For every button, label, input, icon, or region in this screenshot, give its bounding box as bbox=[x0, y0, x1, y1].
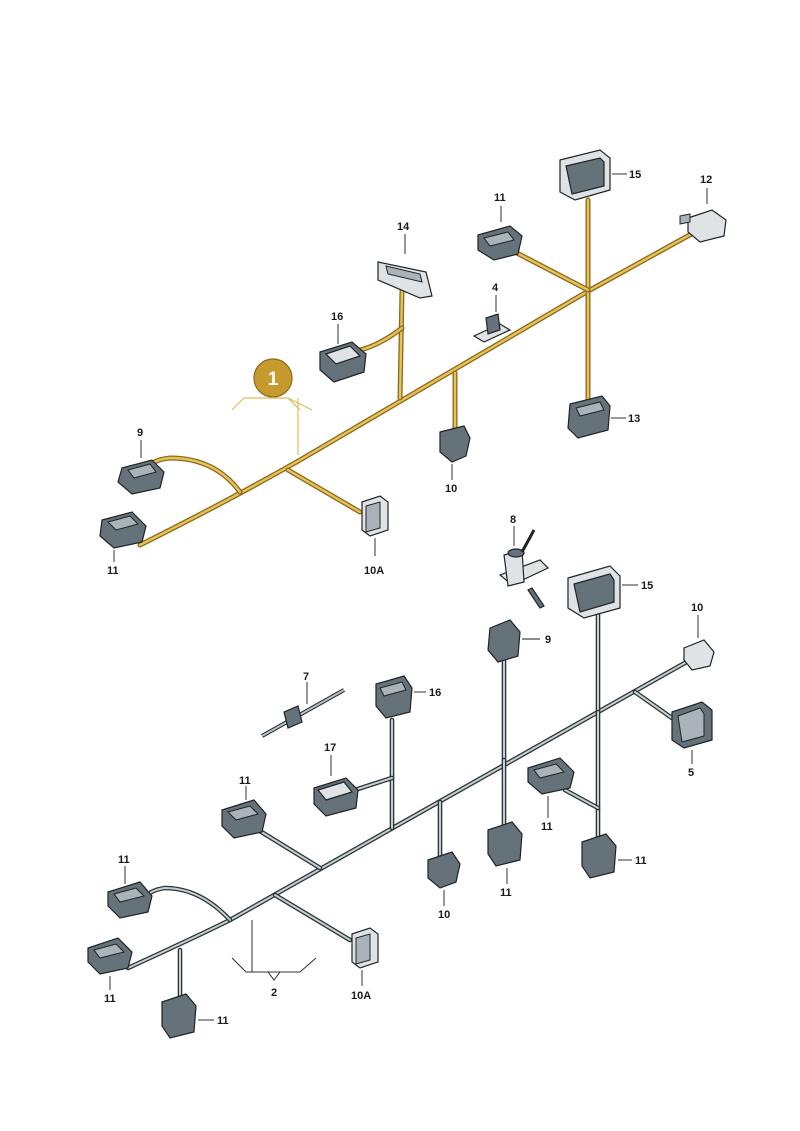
connector-15-top bbox=[559, 149, 611, 201]
connector-12 bbox=[679, 209, 727, 243]
label-11: 11 bbox=[217, 1015, 229, 1027]
assembly-1-badge: 1 bbox=[253, 358, 293, 398]
label-10: 10 bbox=[438, 909, 450, 921]
connector-4 bbox=[472, 313, 512, 343]
label-15: 15 bbox=[629, 169, 641, 181]
connector-11-b3 bbox=[487, 821, 523, 867]
label-8: 8 bbox=[510, 514, 516, 526]
label-11: 11 bbox=[118, 854, 130, 866]
label-11: 11 bbox=[541, 821, 553, 833]
harness-1-wires bbox=[137, 197, 698, 548]
connector-11-b5 bbox=[107, 881, 153, 919]
connector-16-bottom bbox=[375, 675, 413, 719]
label-16: 16 bbox=[429, 687, 441, 699]
label-2: 2 bbox=[271, 987, 277, 999]
label-11: 11 bbox=[239, 775, 251, 787]
label-4: 4 bbox=[492, 282, 499, 294]
label-17: 17 bbox=[324, 742, 336, 754]
label-10A: 10A bbox=[351, 990, 371, 1002]
assembly-2-bracket bbox=[231, 920, 317, 981]
connector-10-bottom-right bbox=[683, 639, 715, 671]
connector-10-bottom-mid bbox=[427, 851, 461, 889]
connector-10A-bottom bbox=[351, 927, 379, 969]
harness-2-wires bbox=[125, 607, 693, 1003]
label-16: 16 bbox=[331, 311, 343, 323]
part-8-bracket bbox=[498, 529, 550, 609]
connector-13 bbox=[567, 395, 611, 439]
label-11: 11 bbox=[104, 993, 116, 1005]
connector-10-top bbox=[439, 425, 471, 463]
connector-5 bbox=[671, 701, 713, 749]
label-15: 15 bbox=[641, 580, 653, 592]
label-11: 11 bbox=[494, 192, 506, 204]
label-7: 7 bbox=[303, 671, 309, 683]
label-11: 11 bbox=[500, 887, 512, 899]
connector-11-b1 bbox=[221, 799, 267, 839]
harness-2-labels: 8 15 10 9 7 16 17 5 11 11 11 11 11 bbox=[104, 514, 703, 1027]
connector-10A-top bbox=[361, 495, 389, 537]
part-7-cable-tie bbox=[261, 688, 345, 738]
connector-11-top bbox=[477, 225, 523, 261]
label-9: 9 bbox=[137, 427, 143, 439]
connector-11-b2 bbox=[527, 757, 575, 795]
label-11: 11 bbox=[107, 565, 119, 577]
label-13: 13 bbox=[628, 413, 640, 425]
label-10A: 10A bbox=[364, 565, 384, 577]
connector-11-b4 bbox=[581, 833, 617, 879]
label-9: 9 bbox=[545, 634, 551, 646]
label-14: 14 bbox=[397, 221, 410, 233]
assembly-1-bracket bbox=[231, 397, 313, 455]
connector-14 bbox=[377, 261, 433, 299]
label-10: 10 bbox=[445, 483, 457, 495]
connector-16-top bbox=[319, 341, 367, 383]
connector-9-top bbox=[117, 459, 165, 495]
connector-17 bbox=[313, 777, 359, 817]
harness-2: 8 15 10 9 7 16 17 5 11 11 11 11 11 bbox=[87, 514, 715, 1039]
label-12: 12 bbox=[700, 174, 712, 186]
label-10: 10 bbox=[691, 602, 703, 614]
label-5: 5 bbox=[688, 767, 694, 779]
harness-1-labels: 15 12 11 14 4 16 13 9 10 11 10A bbox=[107, 169, 712, 577]
connector-11-bottom bbox=[99, 511, 147, 549]
assembly-1-badge-text: 1 bbox=[268, 369, 279, 390]
connector-9-bottom bbox=[487, 619, 521, 663]
label-11: 11 bbox=[635, 855, 647, 867]
connector-11-b7 bbox=[161, 993, 197, 1039]
connector-15-bottom bbox=[567, 565, 621, 619]
connector-11-b6 bbox=[87, 937, 133, 975]
harness-1: 1 15 12 11 14 4 16 13 9 10 11 10A bbox=[99, 149, 727, 577]
